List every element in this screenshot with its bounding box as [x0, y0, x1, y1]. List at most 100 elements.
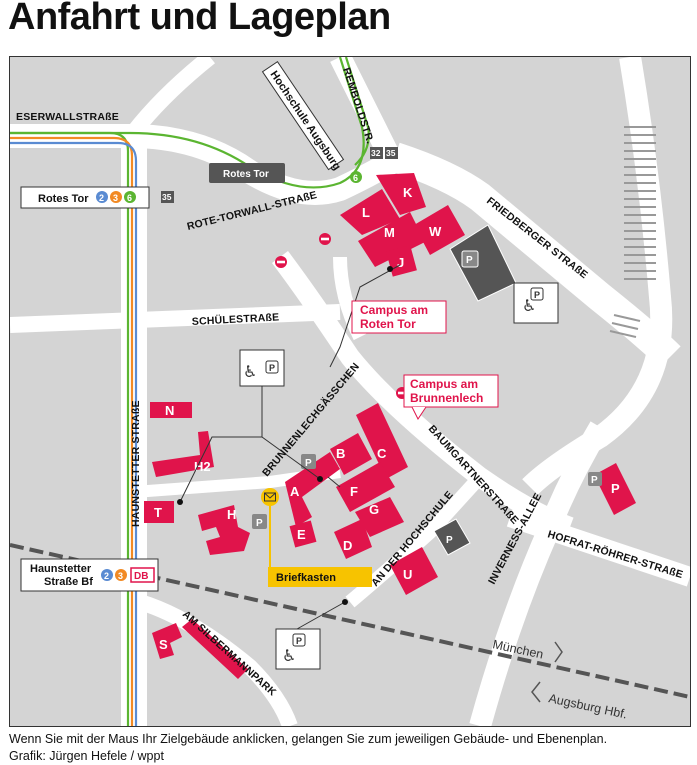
accessible-box-schule	[239, 349, 285, 387]
location-dots	[177, 266, 393, 605]
parking-label-right: P	[591, 475, 598, 486]
place-rotes-tor: Rotes Tor	[223, 169, 269, 180]
campus-brunnenlech-callout[interactable]: Campus am Brunnenlech	[403, 374, 499, 420]
wheelchair-icon: ♿	[282, 648, 296, 665]
direction-augsburg-hbf: Augsburg Hbf.	[547, 691, 628, 721]
street-eserwallstrasse: ESERWALLSTRAßE	[16, 111, 119, 123]
mail-icon	[261, 488, 279, 506]
building-f[interactable]	[336, 462, 395, 512]
tram-line-6-badge	[350, 171, 362, 183]
label-h2: H2	[194, 459, 211, 474]
bus-35-label: 35	[386, 148, 396, 158]
mailbox-label: Briefkasten	[276, 572, 336, 584]
building-n[interactable]	[150, 402, 192, 418]
stop-rotes-tor-name: Rotes Tor	[38, 193, 89, 205]
parking-label-brunnenlech: P	[305, 458, 312, 469]
building-a[interactable]	[285, 452, 340, 527]
place-rotes-tor-box	[209, 163, 285, 183]
campus-brunnenlech-line1: Campus am	[410, 377, 478, 391]
building-u[interactable]	[390, 547, 438, 595]
direction-arrows	[531, 641, 563, 703]
building-t[interactable]	[144, 501, 174, 523]
parking-icon-brunnenlech	[301, 454, 316, 469]
parking-label-hochschule: P	[446, 535, 453, 546]
caption-instruction: Wenn Sie mit der Maus Ihr Zielgebäude an…	[9, 732, 608, 746]
tram-line-3-label: 3	[118, 571, 123, 581]
parking-small-icon	[265, 360, 279, 374]
bus-32-badge	[370, 147, 383, 159]
building-d[interactable]	[334, 519, 372, 559]
campus-roten-tor-callout[interactable]: Campus am Roten Tor	[351, 300, 447, 334]
bus-35-label: 35	[162, 192, 172, 202]
label-g: G	[369, 502, 379, 517]
parking-small-label: P	[534, 290, 540, 300]
railway	[10, 543, 690, 699]
building-w[interactable]	[414, 205, 465, 255]
parking-hochschule	[433, 518, 471, 556]
map-caption: Wenn Sie mit der Maus Ihr Zielgebäude an…	[9, 731, 689, 765]
campus-roten-tor-line2: Roten Tor	[360, 317, 416, 331]
building-c[interactable]	[356, 403, 408, 479]
mailbox[interactable]: Briefkasten	[261, 488, 372, 587]
building-h[interactable]	[198, 505, 250, 555]
building-labels: K L M W J N H2 T H A B C F G E D U S P	[154, 185, 620, 652]
stop-haunstetter-strasse-bf: Haunstetter Straße Bf 2 3 DB	[20, 558, 159, 592]
street-am-silbermannpark: AM SILBERMANNPARK	[180, 608, 279, 698]
db-rail-label: DB	[134, 571, 148, 582]
stop-haunstetter-name-2: Straße Bf	[44, 576, 93, 588]
street-rote-torwall-strasse: ROTE-TORWALL-STRAßE	[186, 189, 318, 233]
no-entry-icon	[275, 256, 287, 268]
label-w: W	[429, 224, 442, 239]
tram-line-6-badge	[124, 191, 136, 203]
tram-line-2-label: 2	[99, 193, 104, 203]
tram-line-2-badge	[101, 569, 113, 581]
street-hofrat-roehrer-strasse: HOFRAT-RÖHRER-STRAßE	[546, 527, 685, 581]
parking-small-icon	[530, 287, 544, 301]
campus-brunnenlech-line2: Brunnenlech	[410, 391, 483, 405]
label-m: M	[384, 225, 395, 240]
building-p[interactable]	[594, 463, 636, 515]
label-s: S	[159, 637, 168, 652]
no-entry-icon	[319, 233, 331, 245]
wheelchair-icon: ♿	[243, 364, 257, 381]
parking-structures: P P P P P	[252, 224, 602, 556]
label-t: T	[154, 505, 162, 520]
label-c: C	[377, 446, 387, 461]
accessible-box-friedberger	[513, 282, 559, 324]
label-a: A	[290, 484, 300, 499]
label-b: B	[336, 446, 345, 461]
label-f: F	[350, 484, 358, 499]
accessible-parking-boxes: ♿ P ♿ P ♿ P	[239, 282, 559, 670]
building-k[interactable]	[376, 173, 426, 215]
bus-35-badge	[161, 191, 174, 203]
parking-small-icon	[292, 633, 306, 647]
building-m[interactable]	[358, 212, 425, 267]
tram-line-6-label: 6	[353, 173, 358, 183]
buildings	[144, 173, 636, 679]
street-haunstetter-strasse: HAUNSTETTER STRAßE	[130, 400, 142, 527]
building-e[interactable]	[289, 520, 317, 548]
tram-line-3-badge	[110, 191, 122, 203]
label-h: H	[227, 507, 236, 522]
wheelchair-icon: ♿	[522, 298, 536, 315]
parking-icon-h	[252, 514, 267, 529]
building-s[interactable]	[152, 623, 182, 659]
label-k: K	[403, 185, 413, 200]
parking-small-label: P	[296, 636, 302, 646]
building-b[interactable]	[330, 433, 372, 475]
street-labels: ESERWALLSTRAßE REMBOLDSTR. ROTE-TORWALL-…	[16, 66, 685, 699]
building-g[interactable]	[355, 497, 404, 537]
db-rail-badge	[130, 567, 155, 583]
caption-credit: Grafik: Jürgen Hefele / wppt	[9, 749, 164, 763]
roads	[10, 57, 690, 726]
accessible-box-silbermann	[275, 628, 321, 670]
street-schuelestrasse: SCHÜLESTRAßE	[191, 310, 279, 328]
label-j: J	[397, 255, 404, 270]
label-d: D	[343, 538, 352, 553]
tram-line-6-label: 6	[127, 193, 132, 203]
building-s-wing[interactable]	[182, 619, 248, 679]
campus-map: München Augsburg Hbf.	[9, 56, 691, 727]
label-l: L	[362, 205, 370, 220]
stop-haunstetter-name-1: Haunstetter	[30, 563, 92, 575]
building-l[interactable]	[340, 189, 400, 235]
